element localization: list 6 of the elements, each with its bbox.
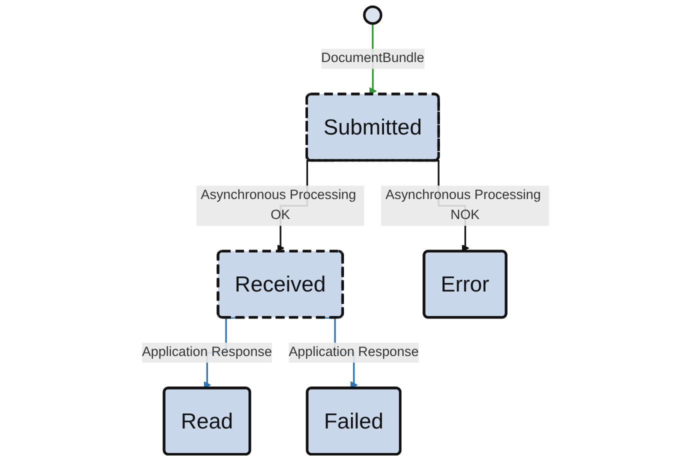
edge-label: Application Response bbox=[142, 345, 272, 360]
node-circle bbox=[363, 5, 382, 25]
edge-label: Asynchronous Processing OK bbox=[200, 188, 356, 223]
edge-label: DocumentBundle bbox=[321, 51, 424, 66]
edge-label: Application Response bbox=[288, 345, 419, 360]
edge-label: Asynchronous Processing NOK bbox=[386, 188, 541, 223]
